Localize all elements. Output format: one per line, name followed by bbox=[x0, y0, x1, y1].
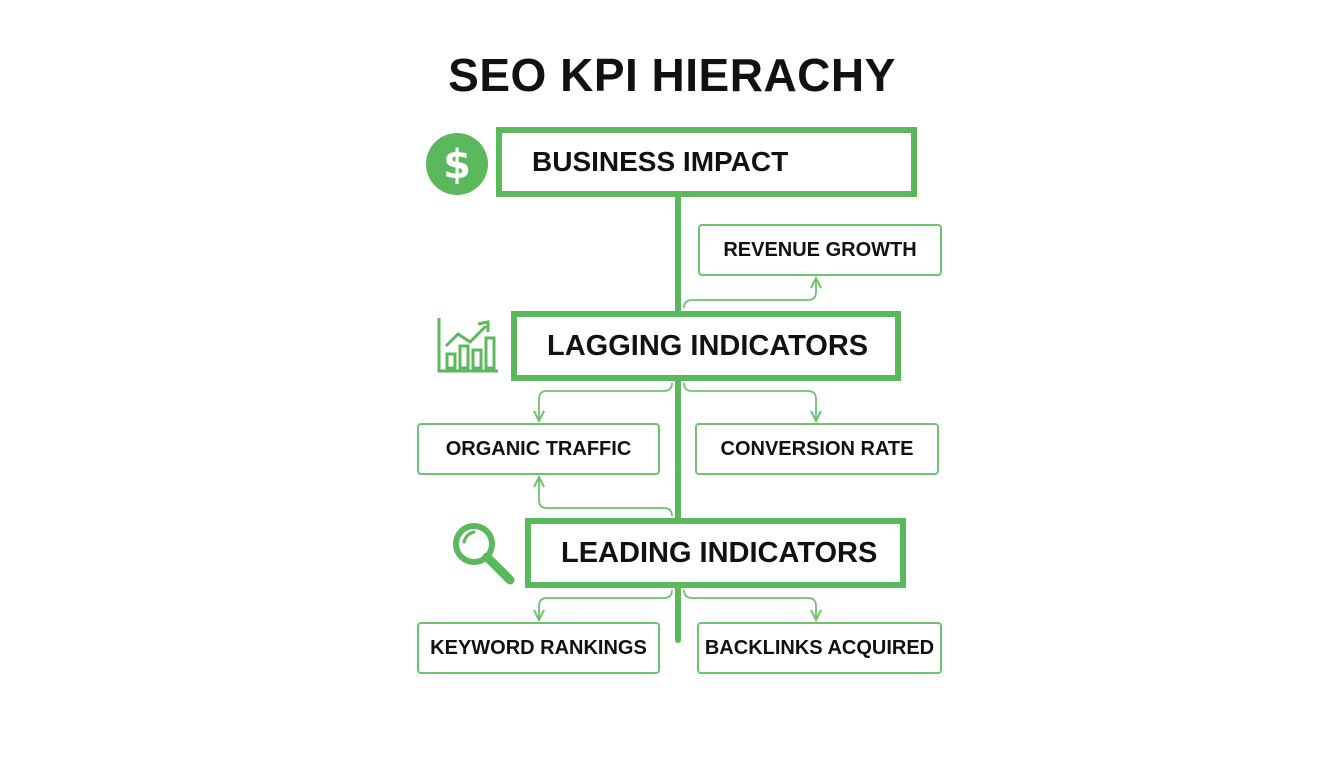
kpi-organic-traffic: ORGANIC TRAFFIC bbox=[417, 423, 660, 475]
arrow-to-keyword-rankings bbox=[539, 589, 673, 620]
tier-business-impact: BUSINESS IMPACT bbox=[496, 127, 917, 197]
kpi-conversion-rate: CONVERSION RATE bbox=[695, 423, 939, 475]
arrow-to-conversion-rate bbox=[683, 382, 816, 421]
svg-text:$: $ bbox=[443, 142, 471, 188]
arrow-to-backlinks-acquired bbox=[683, 589, 816, 620]
arrow-to-revenue-growth bbox=[683, 278, 816, 309]
kpi-keyword-rankings: KEYWORD RANKINGS bbox=[417, 622, 660, 674]
dollar-icon: $ bbox=[426, 133, 488, 195]
magnifier-icon bbox=[453, 523, 515, 585]
tier-leading-indicators-label: LEADING INDICATORS bbox=[561, 536, 878, 569]
tier-leading-indicators: LEADING INDICATORS bbox=[525, 518, 906, 588]
tier-lagging-indicators-label: LAGGING INDICATORS bbox=[547, 329, 869, 362]
kpi-backlinks-acquired: BACKLINKS ACQUIRED bbox=[697, 622, 942, 674]
bar-chart-icon bbox=[437, 318, 498, 373]
tier-business-impact-label: BUSINESS IMPACT bbox=[532, 146, 789, 177]
tier-lagging-indicators: LAGGING INDICATORS bbox=[511, 311, 901, 381]
arrow-to-organic-traffic bbox=[539, 382, 673, 421]
kpi-revenue-growth: REVENUE GROWTH bbox=[698, 224, 942, 276]
diagram-title: SEO KPI HIERACHY bbox=[448, 49, 896, 101]
arrow-leading-to-organic-traffic bbox=[539, 477, 673, 517]
